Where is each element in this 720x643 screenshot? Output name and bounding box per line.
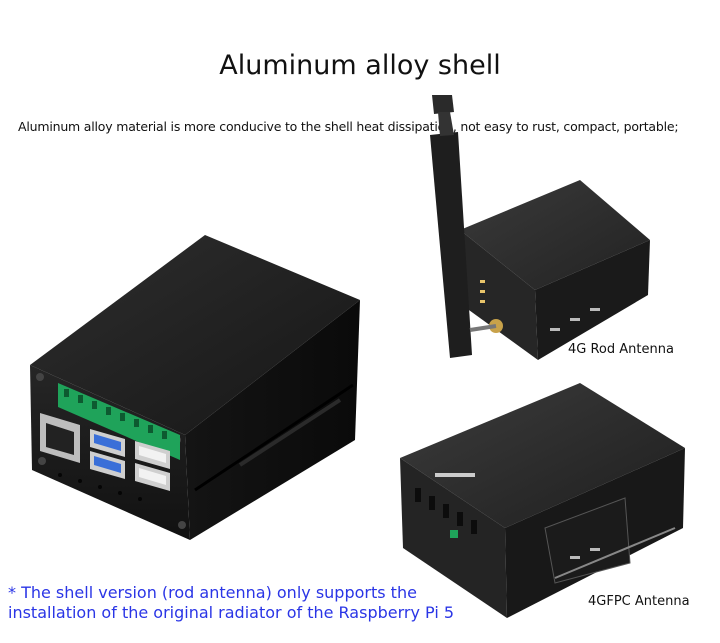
radiator-compatibility-note: * The shell version (rod antenna) only s… bbox=[8, 583, 455, 622]
page-title: Aluminum alloy shell bbox=[219, 50, 501, 81]
fpc-antenna-caption: 4GFPC Antenna bbox=[588, 594, 690, 609]
aluminum-case-image bbox=[30, 235, 360, 540]
page-subtitle: Aluminum alloy material is more conduciv… bbox=[18, 119, 679, 134]
rod-antenna-caption: 4G Rod Antenna bbox=[568, 342, 674, 357]
fpc-antenna-case-image bbox=[400, 383, 685, 618]
rod-antenna-case-image bbox=[430, 95, 650, 360]
